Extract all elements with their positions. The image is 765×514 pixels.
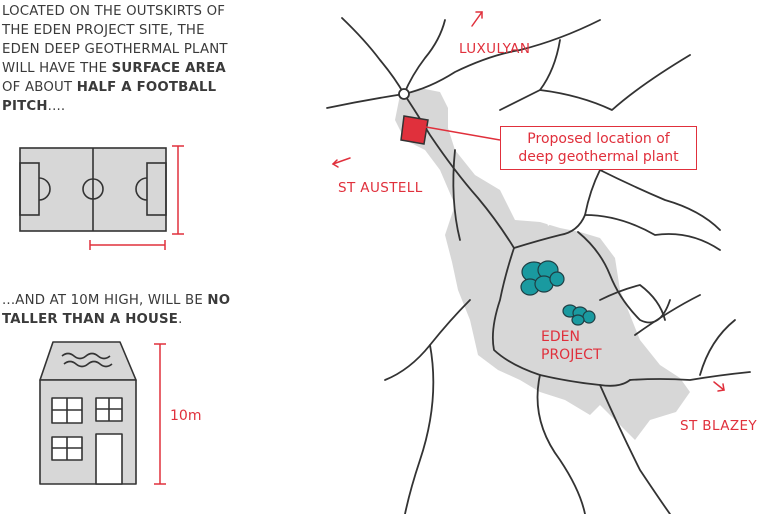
pitch-bold-1: surface area <box>111 61 226 76</box>
place-eden-project: EDEN PROJECT <box>541 328 602 364</box>
pitch-bold-2: half a football pitch <box>2 80 217 114</box>
eden-line-1: EDEN <box>541 329 580 345</box>
house-text-end: . <box>178 312 183 327</box>
pitch-description: Located on the outskirts of the Eden Pro… <box>2 2 230 116</box>
roundabout <box>398 88 410 100</box>
place-st-austell: ST AUSTELL <box>338 180 423 196</box>
place-st-blazey: ST BLAZEY <box>680 418 758 434</box>
house-height-line <box>154 343 166 485</box>
place-luxulyan: LUXULYAN <box>459 41 531 57</box>
house-icon <box>39 341 137 485</box>
pitch-dimension-lines <box>89 145 184 250</box>
direction-arrow-icon <box>331 11 725 392</box>
biome-domes-icon <box>520 260 596 326</box>
house-description: ...and at 10m high, will be no taller th… <box>2 291 237 329</box>
eden-line-2: PROJECT <box>541 347 602 363</box>
house-bold: no taller than a house <box>2 293 231 327</box>
proposed-plant-marker <box>400 115 429 145</box>
callout-line-1: Proposed location of <box>527 131 670 147</box>
pitch-text: Located on the outskirts of the Eden Pro… <box>2 4 228 76</box>
clearing <box>540 186 572 226</box>
house-height-label: 10m <box>170 408 202 424</box>
pitch-text-end: .... <box>47 99 66 114</box>
house-text: ...and at 10m high, will be <box>2 293 208 308</box>
football-pitch-icon <box>19 147 167 232</box>
callout-line-2: deep geothermal plant <box>518 149 679 165</box>
plant-callout: Proposed location of deep geothermal pla… <box>500 126 697 170</box>
callout-leader <box>425 126 501 141</box>
pitch-text-mid: of about <box>2 80 77 95</box>
